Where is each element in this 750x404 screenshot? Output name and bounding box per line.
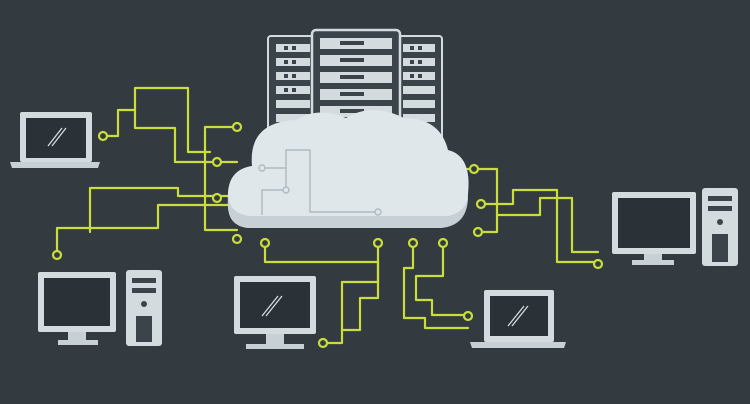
- cloud-icon: [227, 110, 469, 228]
- server-rack-icon: [267, 28, 443, 142]
- laptop-icon: [10, 112, 100, 168]
- laptop-icon: [470, 290, 566, 348]
- monitor-icon: [234, 276, 316, 349]
- desktop-tower-icon: [612, 188, 738, 266]
- circuit-lines: [55, 86, 600, 345]
- circuit-node-icon: [51, 121, 604, 349]
- desktop-tower-icon: [38, 270, 162, 346]
